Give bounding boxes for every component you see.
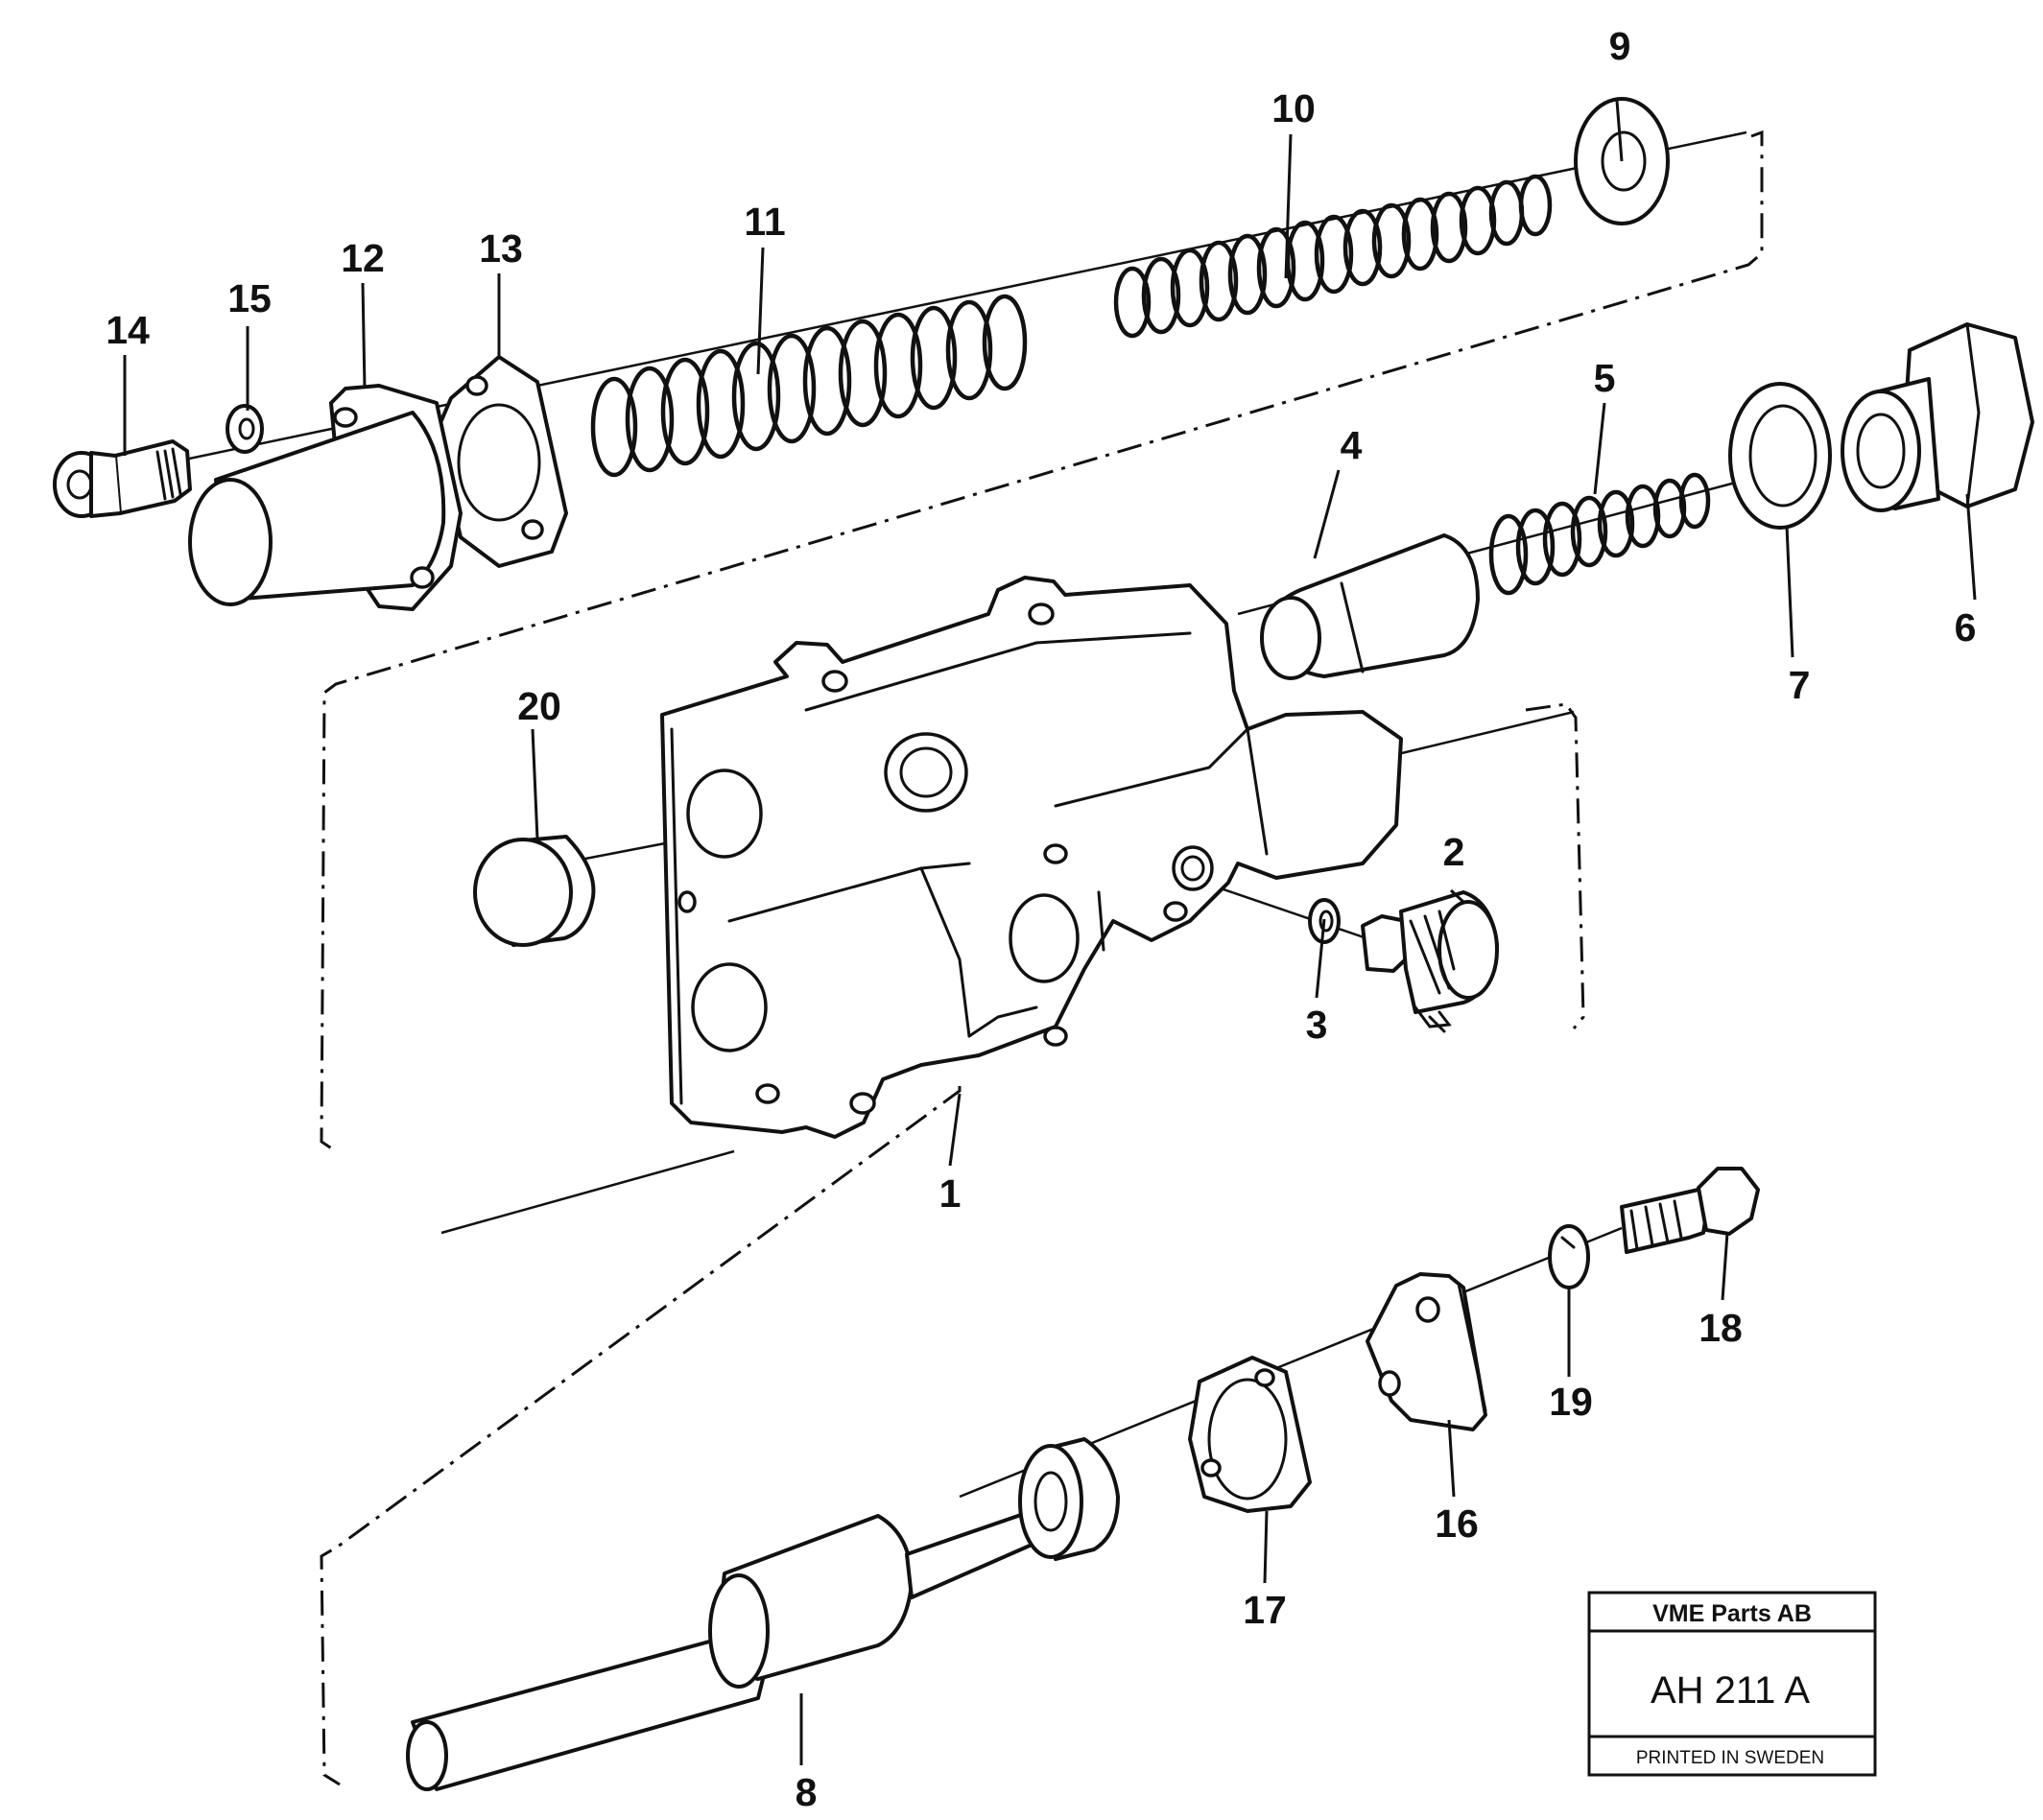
body-port-right <box>1009 893 1080 983</box>
label-part-17: 17 <box>1243 1588 1287 1632</box>
inner-spring <box>590 294 1028 478</box>
label-part-12: 12 <box>341 236 385 280</box>
label-part-3: 3 <box>1306 1003 1328 1047</box>
body-port-upper-left <box>686 768 763 859</box>
label-part-11: 11 <box>744 200 785 244</box>
leader-lines <box>123 100 1977 1765</box>
title-block-drawing-number: AH 211 A <box>1651 1669 1810 1712</box>
lower-assembly-frame <box>320 1086 962 1786</box>
title-block-company: VME Parts AB <box>1652 1600 1812 1627</box>
label-part-8: 8 <box>796 1770 818 1814</box>
label-part-10: 10 <box>1271 86 1316 130</box>
body-port-top <box>884 732 968 813</box>
body-bolt-hole <box>1163 901 1188 922</box>
label-part-2: 2 <box>1443 830 1465 874</box>
spool-valve <box>406 1437 1120 1791</box>
label-part-20: 20 <box>517 684 561 728</box>
piston <box>1260 533 1480 680</box>
body-bolt-hole <box>1043 843 1068 864</box>
right-port-axis-line <box>1381 710 1575 760</box>
label-part-19: 19 <box>1549 1380 1593 1424</box>
title-block-footer: PRINTED IN SWEDEN <box>1636 1748 1824 1768</box>
body-port-lower-left <box>691 962 768 1052</box>
label-part-18: 18 <box>1699 1306 1743 1350</box>
label-part-1: 1 <box>939 1171 962 1216</box>
label-part-7: 7 <box>1789 663 1811 707</box>
title-block: VME Parts AB AH 211 A PRINTED IN SWEDEN <box>1587 1591 1877 1777</box>
body-bolt-hole <box>677 890 697 913</box>
sealing-washer <box>1728 382 1832 530</box>
pressure-sensor <box>1361 890 1499 1033</box>
label-part-13: 13 <box>479 226 523 271</box>
upper-assembly-frame <box>320 130 1764 1153</box>
plug-cap <box>473 835 596 947</box>
outer-spring <box>1113 174 1553 339</box>
lower-gasket <box>1188 1356 1312 1513</box>
label-part-15: 15 <box>227 276 272 320</box>
cover-plate <box>1366 1272 1487 1431</box>
hex-bolt <box>1620 1167 1760 1254</box>
end-cover <box>188 384 463 611</box>
right-body-frame <box>1525 702 1585 1029</box>
body-bolt-hole <box>849 1092 876 1115</box>
label-part-14: 14 <box>106 308 150 352</box>
lower-bore-axis-line <box>440 1149 735 1235</box>
hex-plug <box>1841 322 2034 512</box>
label-part-5: 5 <box>1594 356 1616 400</box>
label-part-9: 9 <box>1609 24 1631 68</box>
body-bolt-hole <box>1043 1026 1068 1047</box>
label-part-6: 6 <box>1955 605 1977 650</box>
gasket <box>435 355 568 568</box>
valve-body <box>660 576 1403 1139</box>
body-bolt-hole <box>821 670 848 693</box>
body-port-side <box>1172 845 1214 891</box>
cap-screw <box>53 439 192 518</box>
body-bolt-hole <box>1028 603 1055 626</box>
body-bolt-hole <box>755 1083 780 1104</box>
lock-washer-lower <box>1548 1224 1590 1289</box>
lock-washer-upper <box>226 404 264 454</box>
label-part-16: 16 <box>1435 1501 1479 1546</box>
valve-spring <box>1488 472 1711 596</box>
label-part-4: 4 <box>1341 423 1363 467</box>
